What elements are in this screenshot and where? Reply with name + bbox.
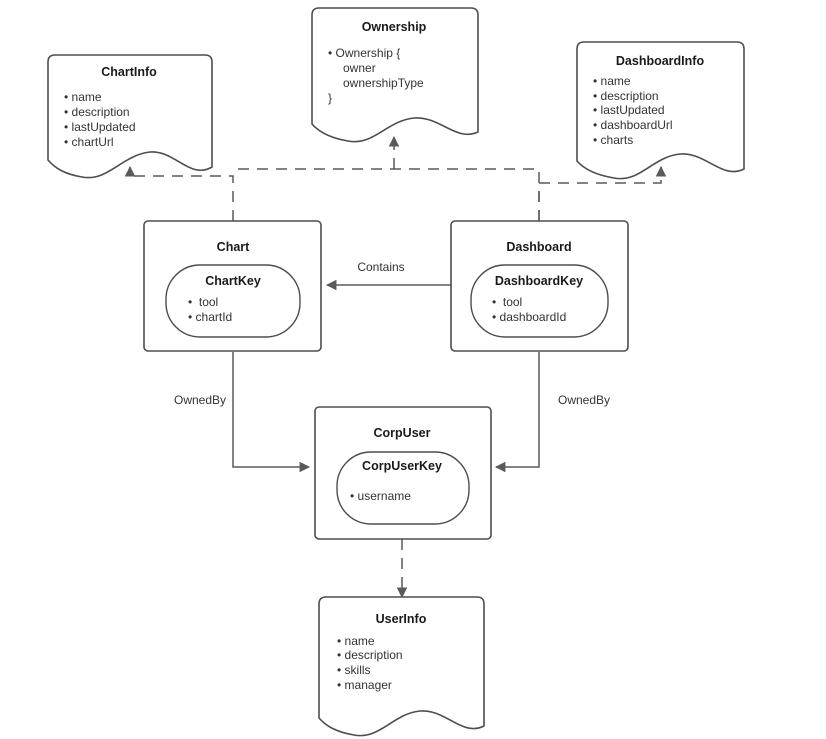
node-key-item: • chartId	[188, 310, 232, 324]
node-key-item: • tool	[188, 295, 218, 309]
node-key-item: • dashboardId	[492, 310, 566, 324]
node-dashboard[interactable]: Dashboard DashboardKey • tool • dashboar…	[450, 220, 629, 352]
node-key-corpuserkey	[336, 451, 470, 525]
edge-label-ownedby-dashboard: OwnedBy	[558, 393, 610, 407]
node-title-userinfo: UserInfo	[376, 612, 427, 626]
edge-contains: Contains	[325, 260, 451, 291]
node-chart[interactable]: Chart ChartKey • tool • chartId	[143, 220, 322, 352]
node-item: • manager	[337, 678, 392, 692]
node-corpuser[interactable]: CorpUser CorpUserKey • username	[314, 406, 492, 540]
node-item: • skills	[337, 663, 371, 677]
node-item: • charts	[593, 133, 633, 147]
edge-label-ownedby-chart: OwnedBy	[174, 393, 226, 407]
node-title-chart: Chart	[217, 240, 250, 254]
node-keytitle-chart: ChartKey	[205, 274, 261, 288]
node-title-chartinfo: ChartInfo	[101, 65, 157, 79]
node-chartinfo[interactable]: ChartInfo • name • description • lastUpd…	[47, 54, 213, 179]
edge-chart-ownership	[234, 135, 540, 221]
node-key-item: • tool	[492, 295, 522, 309]
node-item: • lastUpdated	[593, 103, 665, 117]
node-keytitle-dashboard: DashboardKey	[495, 274, 583, 288]
node-dashboardinfo[interactable]: DashboardInfo • name • description • las…	[576, 41, 745, 180]
node-userinfo[interactable]: UserInfo • name • description • skills •…	[318, 596, 485, 737]
node-key-item: • username	[350, 489, 411, 503]
node-item: • name	[64, 90, 102, 104]
edge-ownedby-chart: OwnedBy	[174, 352, 311, 473]
node-item: • Ownership {	[328, 46, 400, 60]
edge-chart-chartinfo	[124, 165, 234, 221]
node-item: • lastUpdated	[64, 120, 136, 134]
node-key-chartkey	[165, 264, 301, 338]
edge-dashboard-dashboardinfo	[538, 165, 667, 221]
node-item: • description	[337, 648, 403, 662]
node-item: • name	[337, 634, 375, 648]
node-title-dashboardinfo: DashboardInfo	[616, 54, 705, 68]
node-title-dashboard: Dashboard	[506, 240, 571, 254]
node-title-corpuser: CorpUser	[374, 426, 431, 440]
node-item: ownershipType	[343, 76, 424, 90]
node-item: • description	[593, 89, 659, 103]
node-item: • description	[64, 105, 130, 119]
node-item: }	[328, 91, 332, 105]
node-title-ownership: Ownership	[362, 20, 427, 34]
edge-label-contains: Contains	[357, 260, 404, 274]
node-item: • chartUrl	[64, 135, 114, 149]
edge-ownedby-dashboard: OwnedBy	[494, 352, 610, 473]
node-item: • dashboardUrl	[593, 118, 673, 132]
node-ownership[interactable]: Ownership • Ownership { owner ownershipT…	[311, 7, 479, 143]
node-key-dashboardkey	[470, 264, 609, 338]
node-keytitle-corpuser: CorpUserKey	[362, 459, 442, 473]
node-item: • name	[593, 74, 631, 88]
node-item: owner	[343, 61, 376, 75]
